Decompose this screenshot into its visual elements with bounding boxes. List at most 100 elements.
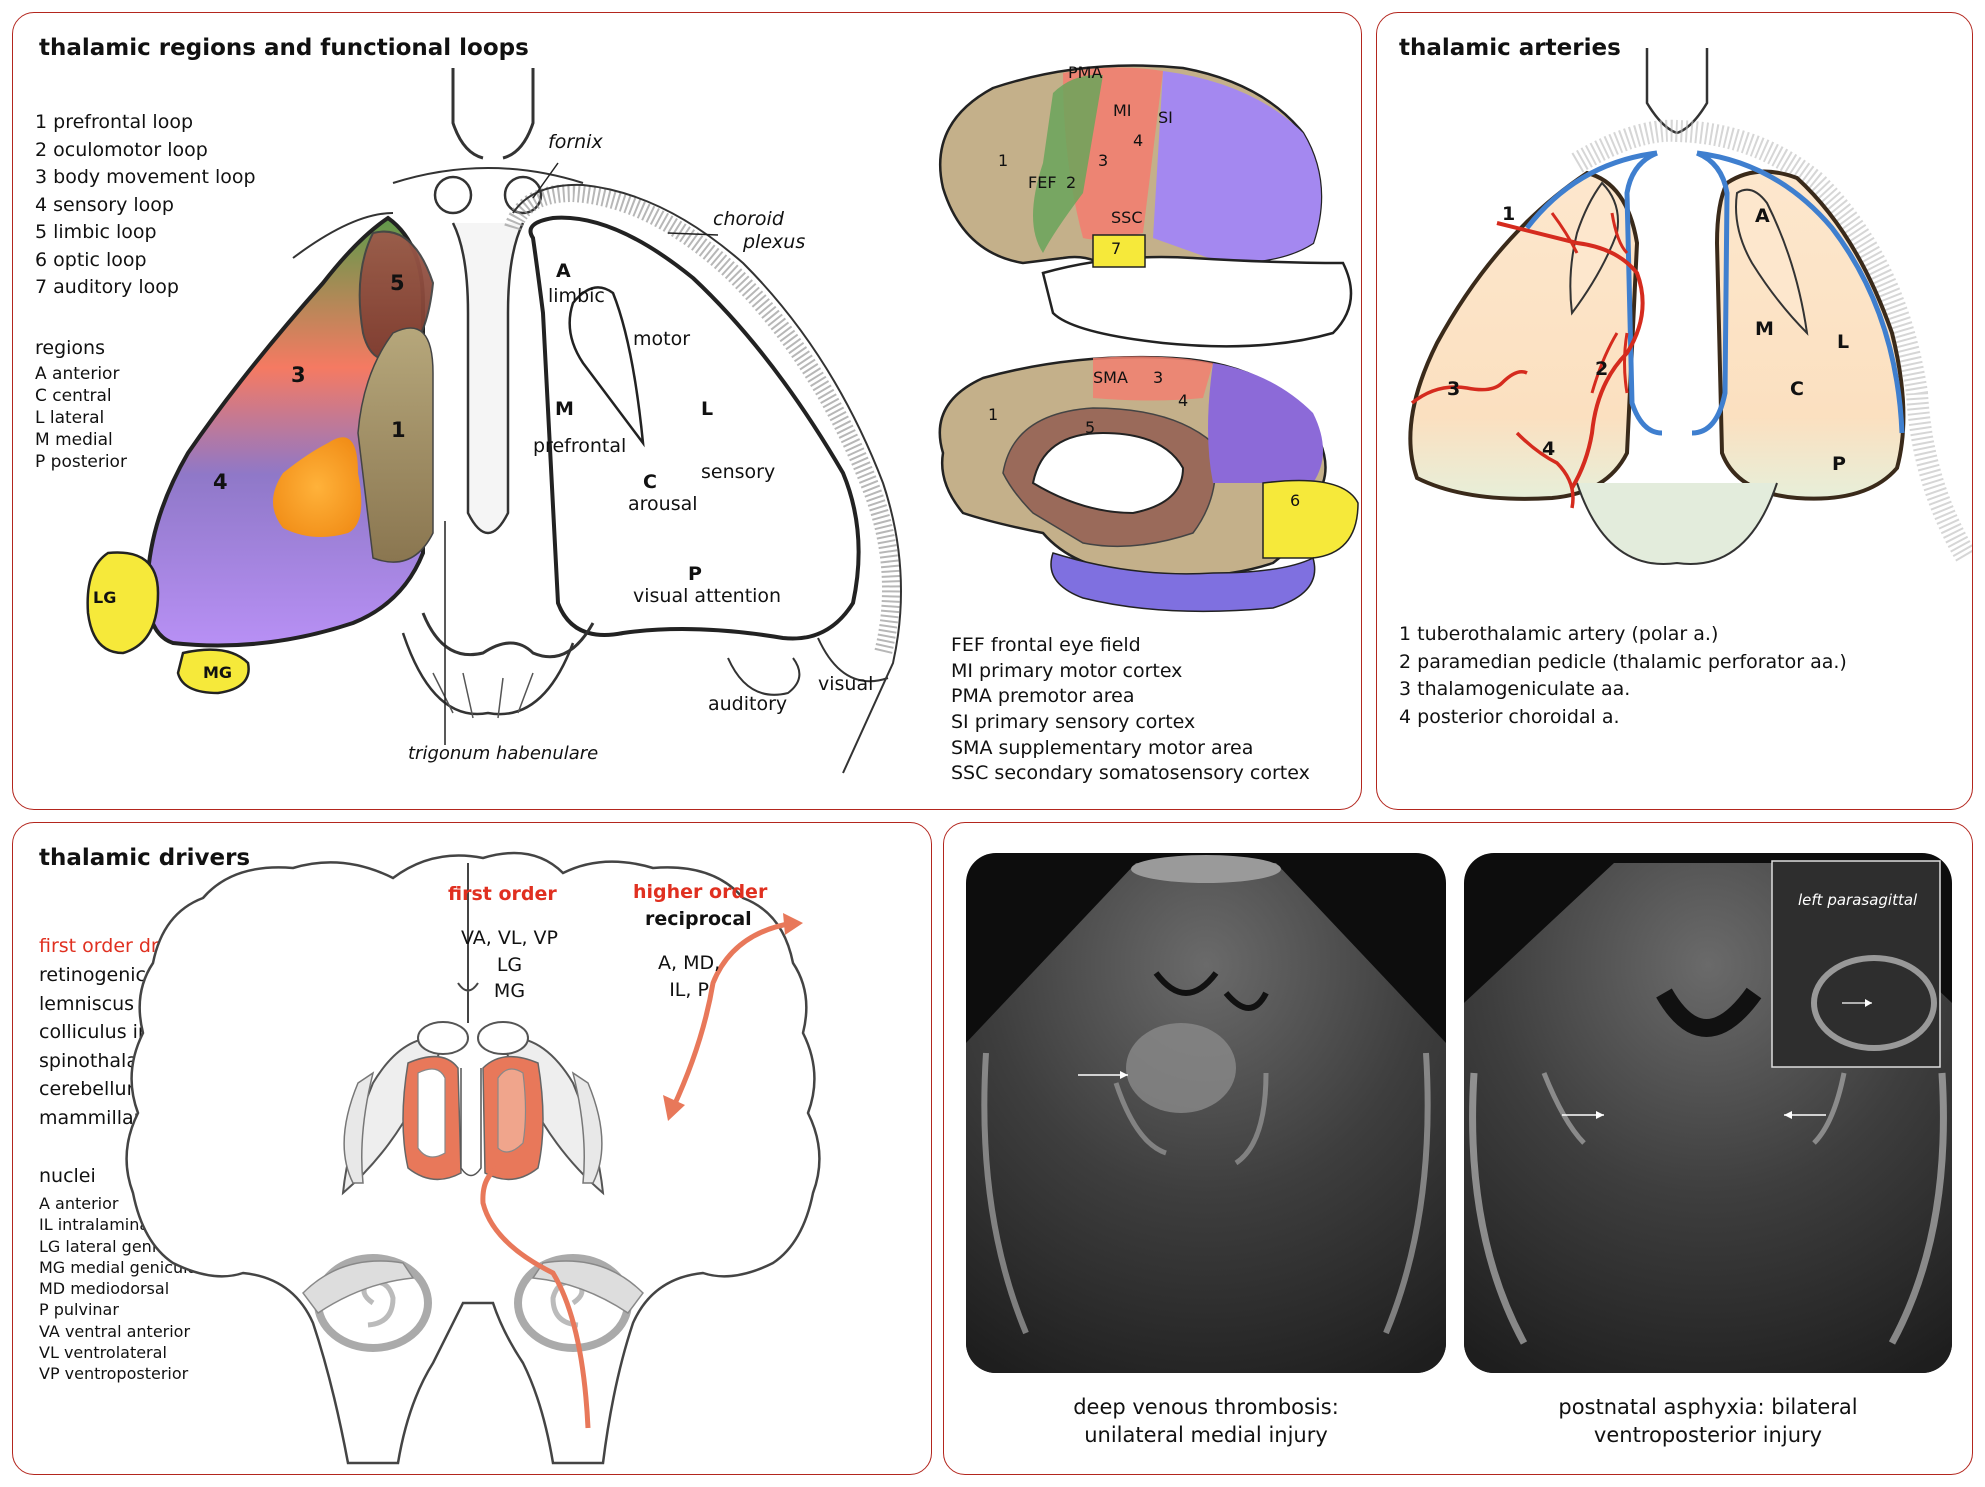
thalamus-left-inner — [417, 1068, 446, 1158]
nucleus-item: VL ventrolateral — [39, 1342, 167, 1362]
first-order-nucleus: LG — [496, 953, 523, 976]
third-ventricle — [451, 222, 525, 535]
higher-order-arrowhead-top — [783, 913, 803, 935]
cortex-label-fef: FEF — [1028, 173, 1057, 192]
caption-line: postnatal asphyxia: bilateral — [1558, 1395, 1858, 1419]
midline-fissure — [457, 863, 479, 1023]
first-order-arrowhead — [501, 1155, 518, 1175]
region-item: P posterior — [35, 452, 127, 473]
nucleus-item: IL intralaminar — [39, 1215, 156, 1235]
label-lg: LG — [93, 588, 117, 607]
artery-label-1: 1 — [1502, 203, 1516, 225]
regions-list: A anterior C central L lateral M medial … — [35, 363, 127, 473]
label-visual: visual — [818, 673, 874, 695]
panel-title: thalamic arteries — [1399, 35, 1621, 61]
region-orange — [273, 437, 362, 537]
thalamus-dorsal-drawing — [86, 64, 1359, 774]
region-item: C central — [35, 386, 112, 407]
label-4: 4 — [213, 470, 228, 494]
midbrain — [1576, 482, 1778, 565]
first-order-arrow — [480, 1160, 591, 1429]
artery-2 — [1590, 332, 1629, 394]
artery-label-P: P — [1832, 453, 1846, 475]
artery-1 — [1496, 221, 1645, 490]
label-choroid: choroid — [713, 208, 784, 230]
artery-label-2: 2 — [1595, 358, 1609, 380]
label-3: 3 — [291, 363, 306, 387]
fornix-left — [433, 175, 473, 215]
coronal-brain-drawing — [125, 851, 821, 1465]
cortex-label-2: 2 — [1066, 173, 1077, 192]
region-item: A anterior — [35, 364, 120, 384]
anterior-nucleus-right — [1735, 188, 1809, 336]
panel-thalamic-arteries: thalamic arteries A M L C P 1 2 3 4 1 tu… — [1376, 12, 1973, 810]
ventricle-lat-right — [571, 1071, 603, 1184]
artery-3 — [1410, 370, 1528, 405]
artery-label-3: 3 — [1447, 378, 1461, 400]
loop-item: 6 optic loop — [35, 248, 147, 271]
cortex-temporal — [1041, 255, 1353, 348]
caption-line: ventroposterior injury — [1593, 1423, 1823, 1448]
nucleus-item: VP ventroposterior — [39, 1364, 189, 1384]
higher-order-nucleus: A, MD, — [658, 952, 721, 974]
right-caption: postnatal asphyxia: bilateral ventropost… — [1464, 1393, 1952, 1450]
label-auditory: auditory — [708, 693, 788, 715]
ventricle-lat-left — [343, 1071, 375, 1184]
vein-left-outer — [1525, 150, 1658, 230]
artery-item: 1 tuberothalamic artery (polar a.) — [1399, 623, 1719, 645]
commissure — [392, 167, 584, 184]
label-5: 5 — [390, 271, 405, 295]
loops-list: 1 prefrontal loop 2 oculomotor loop 3 bo… — [35, 109, 256, 302]
first-order-nuclei: VA, VL, VP LG MG — [461, 925, 558, 1005]
nuclei-list: A anterior IL intralaminar LG lateral ge… — [39, 1193, 214, 1384]
label-sensory: sensory — [701, 461, 776, 483]
cortex-label-4: 4 — [1133, 131, 1144, 150]
loop-item: 2 oculomotor loop — [35, 138, 208, 161]
label-mg: MG — [203, 663, 233, 682]
nucleus-item: MD mediodorsal — [39, 1279, 170, 1299]
arteries-drawing — [1408, 48, 1972, 565]
cortex-auditory — [1092, 234, 1146, 268]
cortex-medial-temporal — [1050, 552, 1316, 613]
artery-1b — [1550, 212, 1629, 255]
vein-left — [1624, 150, 1663, 436]
regions-heading: regions — [35, 337, 105, 359]
cortex-medial-inner — [1031, 431, 1185, 515]
artery-label-A: A — [1755, 205, 1770, 227]
third-ventricle — [460, 1068, 482, 1177]
label-M: M — [555, 398, 574, 420]
label-fornix: fornix — [548, 131, 603, 153]
cortex-medial-parietal — [1208, 363, 1323, 483]
cortex-label-si: SI — [1158, 108, 1173, 127]
label-1: 1 — [391, 418, 406, 442]
label-plexus: plexus — [743, 231, 806, 253]
arteries-list: 1 tuberothalamic artery (polar a.) 2 par… — [1399, 621, 1847, 731]
cortex-label-medial-5: 5 — [1085, 418, 1096, 437]
artery-4 — [1515, 431, 1575, 509]
cortex-sensory — [1153, 71, 1321, 263]
cortex-label-ssc: SSC — [1111, 208, 1143, 227]
lower-right-ventricle — [531, 1260, 644, 1315]
panel-thalamic-drivers: thalamic drivers first order drivers: re… — [12, 822, 932, 1475]
cortex-label-3: 3 — [1098, 151, 1109, 170]
lg-body — [86, 551, 160, 655]
nucleus-item: VA ventral anterior — [39, 1321, 191, 1341]
cortex-label-1: 1 — [998, 151, 1009, 170]
choroid-band — [1571, 119, 1972, 564]
abbreviation-item: SSC secondary somatosensory cortex — [951, 762, 1310, 785]
cortex-label-medial-4: 4 — [1178, 391, 1189, 410]
nucleus-item: P pulvinar — [39, 1300, 119, 1320]
label-visual-attention: visual attention — [633, 585, 782, 607]
loop-item: 1 prefrontal loop — [35, 111, 194, 133]
first-order-label: first order — [448, 883, 557, 905]
colliculi — [421, 612, 595, 659]
thalamus-right-inner — [497, 1068, 527, 1153]
panel-title: thalamic regions and functional loops — [39, 35, 529, 61]
label-L: L — [701, 398, 714, 420]
abbreviation-item: SI primary sensory cortex — [951, 710, 1196, 733]
label-C: C — [643, 471, 657, 493]
mg-body — [176, 648, 250, 695]
label-arousal: arousal — [628, 493, 698, 515]
abbreviation-item: MI primary motor cortex — [951, 659, 1183, 682]
ultrasound-right-image — [1464, 860, 1952, 1373]
